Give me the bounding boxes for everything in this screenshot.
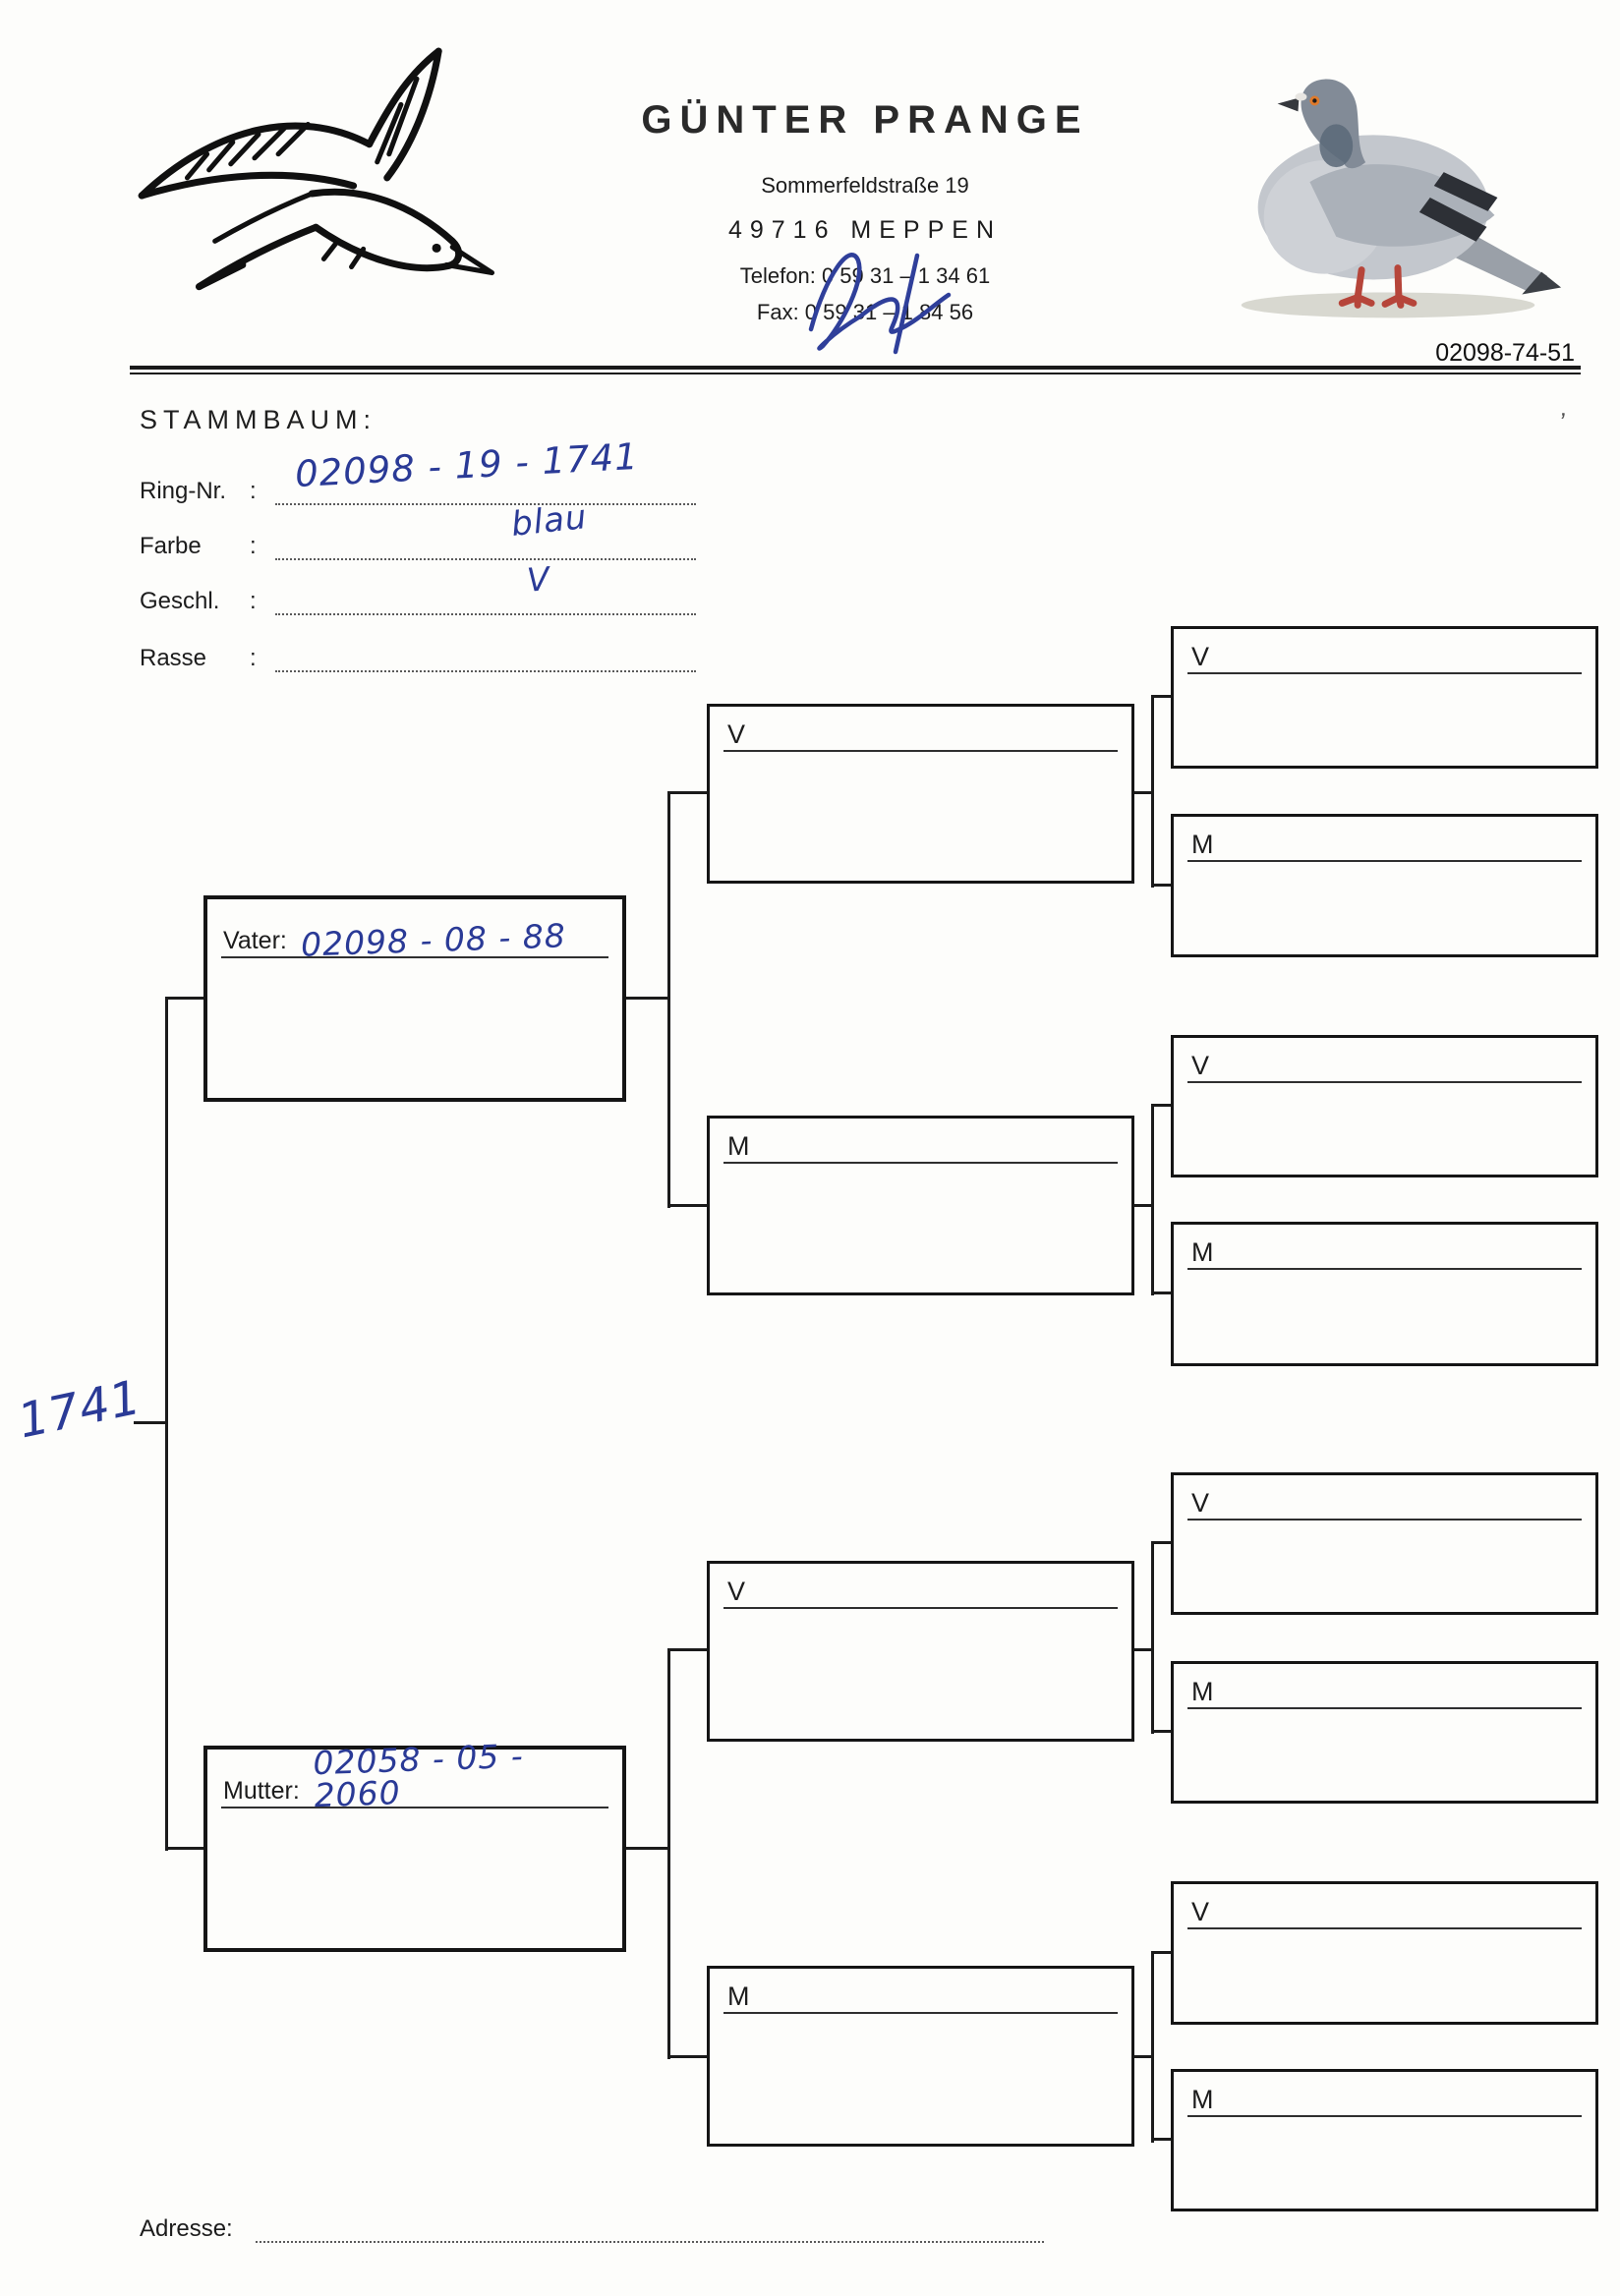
field-colon: : <box>250 588 257 614</box>
mother-ring-value: 02058 - 05 - 2060 <box>312 1736 525 1815</box>
letterhead-street: Sommerfeldstraße 19 <box>761 173 969 198</box>
connector-line <box>626 1847 667 1850</box>
connector-line <box>1154 2138 1171 2141</box>
field-label-geschl: Geschl. <box>140 588 220 614</box>
connector-line <box>134 1421 165 1424</box>
pigeon-caption: 02098-74-51 <box>1435 339 1575 367</box>
sex-label: M <box>1191 1237 1214 1267</box>
connector-line <box>168 997 203 1000</box>
connector-line <box>1154 1292 1171 1294</box>
connector-line <box>667 791 670 1208</box>
sex-label: M <box>727 1981 750 2011</box>
maternal-grandfather-box: V <box>707 1561 1134 1742</box>
connector-line <box>670 2055 707 2058</box>
field-row-ring-nr: Ring-Nr. : <box>140 472 696 505</box>
geschl-value: V <box>525 559 551 600</box>
ring-nr-line <box>275 472 696 505</box>
signature-scribble <box>808 253 952 355</box>
sex-label: V <box>1191 1051 1210 1080</box>
field-colon: : <box>250 478 257 504</box>
connector-line <box>165 997 168 1851</box>
field-row-geschl: Geschl. : <box>140 582 696 615</box>
geschl-line <box>275 582 696 615</box>
connector-line <box>1151 1951 1154 2143</box>
connector-line <box>1134 2055 1154 2058</box>
connector-line <box>670 1648 707 1651</box>
sex-label: M <box>1191 830 1214 859</box>
sex-label: M <box>1191 2085 1214 2114</box>
connector-line <box>1151 695 1154 888</box>
field-colon: : <box>250 645 257 671</box>
field-label-farbe: Farbe <box>140 533 202 559</box>
field-label-adresse: Adresse: <box>140 2215 233 2242</box>
great-grandparent-box-3: V <box>1171 1035 1598 1177</box>
connector-line <box>1154 1730 1171 1733</box>
section-title-stammbaum: STAMMBAUM: <box>140 405 376 434</box>
great-grandparent-box-1: V <box>1171 626 1598 769</box>
paternal-grandfather-box: V <box>707 704 1134 884</box>
connector-line <box>1154 1951 1171 1954</box>
great-grandparent-box-5: V <box>1171 1472 1598 1615</box>
sex-label: V <box>1191 642 1210 671</box>
connector-line <box>1154 1104 1171 1107</box>
connector-line <box>168 1847 203 1850</box>
field-label-rasse: Rasse <box>140 645 207 671</box>
root-ring-value: 1741 <box>13 1369 146 1450</box>
mother-box: Mutter: 02058 - 05 - 2060 <box>203 1737 626 1952</box>
connector-line <box>1154 884 1171 887</box>
letterhead-city: 49716 MEPPEN <box>727 216 1003 244</box>
great-grandparent-box-4: M <box>1171 1222 1598 1366</box>
father-ring-value: 02098 - 08 - 88 <box>300 916 567 964</box>
header-divider <box>130 366 1581 374</box>
field-row-adresse: Adresse: <box>140 2210 1044 2243</box>
connector-line <box>1154 1541 1171 1544</box>
mother-label: Mutter: <box>223 1776 300 1805</box>
connector-line <box>670 791 707 794</box>
connector-line <box>1154 695 1171 698</box>
farbe-line <box>275 527 696 560</box>
connector-line <box>1151 1541 1154 1734</box>
father-box: Vater: 02098 - 08 - 88 <box>203 895 626 1102</box>
connector-line <box>670 1204 707 1207</box>
letterhead-phone: Telefon: 0 59 31 – 1 34 61 <box>739 263 991 288</box>
sex-label: V <box>727 1577 746 1606</box>
rasse-line <box>275 639 696 672</box>
sex-label: M <box>1191 1677 1214 1706</box>
connector-line <box>1134 791 1154 794</box>
sex-label: M <box>727 1131 750 1161</box>
pigeon-photo <box>1241 79 1562 318</box>
maternal-grandmother-box: M <box>707 1966 1134 2147</box>
connector-line <box>1151 1104 1154 1295</box>
adresse-line <box>256 2210 1044 2243</box>
great-grandparent-box-7: V <box>1171 1881 1598 2025</box>
connector-line <box>626 997 667 1000</box>
sex-label: V <box>1191 1488 1210 1518</box>
connector-line <box>1134 1204 1154 1207</box>
great-grandparent-box-2: M <box>1171 814 1598 957</box>
field-label-ring-nr: Ring-Nr. <box>140 478 227 504</box>
stray-mark: ’ <box>1556 406 1568 437</box>
paternal-grandmother-box: M <box>707 1116 1134 1295</box>
connector-line <box>1134 1648 1154 1651</box>
great-grandparent-box-6: M <box>1171 1661 1598 1804</box>
bird-logo-icon <box>138 47 494 291</box>
great-grandparent-box-8: M <box>1171 2069 1598 2211</box>
field-colon: : <box>250 533 257 559</box>
letterhead-title: GÜNTER PRANGE <box>641 98 1089 142</box>
farbe-value: blau <box>509 497 590 545</box>
field-row-rasse: Rasse : <box>140 639 696 672</box>
sex-label: V <box>1191 1897 1210 1926</box>
sex-label: V <box>727 719 746 749</box>
field-row-farbe: Farbe : <box>140 527 696 560</box>
father-label: Vater: <box>223 926 287 954</box>
connector-line <box>667 1648 670 2059</box>
